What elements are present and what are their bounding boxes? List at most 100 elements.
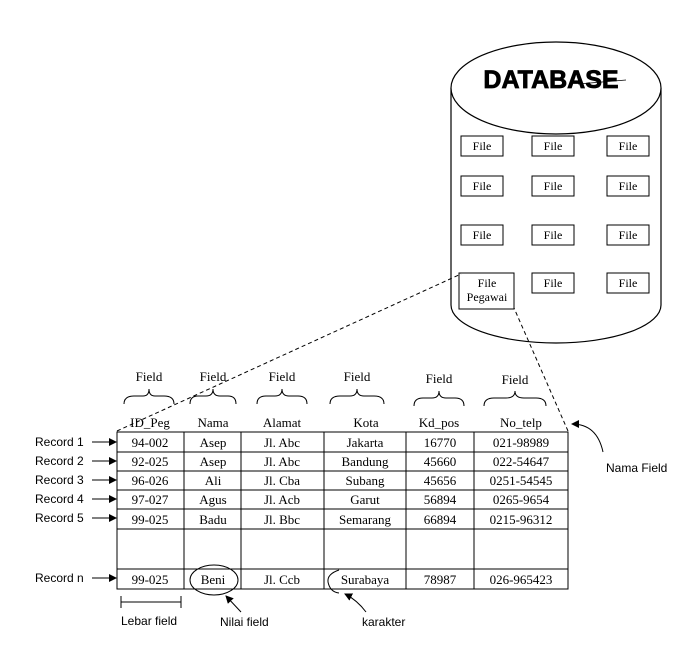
field-label: Field bbox=[200, 369, 227, 384]
table-cell: Semarang bbox=[339, 512, 391, 527]
table-row: 96-026 Ali Jl. Cba Subang 45656 0251-545… bbox=[132, 473, 553, 488]
table-cell: 94-002 bbox=[132, 435, 169, 450]
table-cell: 021-98989 bbox=[493, 435, 549, 450]
record-label: Record 4 bbox=[35, 492, 84, 506]
table-cell: Ali bbox=[205, 473, 222, 488]
database-title: DATABASE bbox=[483, 66, 618, 94]
column-header: No_telp bbox=[500, 415, 542, 430]
table-cell: 99-025 bbox=[132, 512, 169, 527]
field-label: Field bbox=[269, 369, 296, 384]
file-grid: File File File File File File File Fi bbox=[458, 135, 650, 310]
svg-text:File: File bbox=[544, 179, 563, 193]
file-box: File bbox=[460, 224, 504, 246]
file-box: File bbox=[606, 135, 650, 157]
svg-text:File: File bbox=[544, 228, 563, 242]
field-label: Field bbox=[344, 369, 371, 384]
svg-text:File: File bbox=[619, 179, 638, 193]
file-box: File bbox=[606, 224, 650, 246]
field-label: Field bbox=[426, 371, 453, 386]
field-braces bbox=[123, 388, 547, 407]
record-n-label: Record n bbox=[35, 571, 84, 585]
table-row: 94-002 Asep Jl. Abc Jakarta 16770 021-98… bbox=[132, 435, 550, 450]
column-header: Kd_pos bbox=[419, 415, 459, 430]
file-box: File bbox=[531, 175, 575, 197]
table-cell: 026-965423 bbox=[490, 572, 553, 587]
field-label: Field bbox=[136, 369, 163, 384]
column-header: Kota bbox=[353, 415, 379, 430]
lebar-field-annotation: Lebar field bbox=[120, 596, 182, 628]
table-row-n: 99-025 Beni Jl. Ccb Surabaya 78987 026-9… bbox=[132, 572, 553, 587]
nilai-field-annotation: Nilai field bbox=[189, 564, 269, 629]
table-cell: Bandung bbox=[342, 454, 389, 469]
table-cell: 97-027 bbox=[132, 492, 169, 507]
table-cell: 022-54647 bbox=[493, 454, 550, 469]
table-cell: Asep bbox=[200, 454, 227, 469]
file-box: File bbox=[460, 135, 504, 157]
file-box: File bbox=[531, 272, 575, 294]
table-row: 92-025 Asep Jl. Abc Bandung 45660 022-54… bbox=[132, 454, 550, 469]
nilai-field-label: Nilai field bbox=[220, 615, 269, 629]
table-cell: 0215-96312 bbox=[490, 512, 553, 527]
column-header: Alamat bbox=[263, 415, 302, 430]
file-box: File bbox=[606, 272, 650, 294]
svg-text:File: File bbox=[473, 228, 492, 242]
table-cell: 45660 bbox=[424, 454, 457, 469]
field-label: Field bbox=[502, 372, 529, 387]
nama-field-annotation: Nama Field bbox=[571, 420, 667, 475]
record-label: Record 3 bbox=[35, 473, 84, 487]
lebar-field-label: Lebar field bbox=[121, 614, 177, 628]
record-labels: Record 1 Record 2 Record 3 Record 4 Reco… bbox=[35, 435, 117, 585]
karakter-annotation: karakter bbox=[327, 569, 405, 629]
nama-field-label: Nama Field bbox=[606, 461, 667, 475]
record-label: Record 5 bbox=[35, 511, 84, 525]
svg-text:File: File bbox=[619, 276, 638, 290]
table-cell: 78987 bbox=[424, 572, 457, 587]
svg-text:File: File bbox=[473, 139, 492, 153]
table-cell: Jl. Abc bbox=[264, 454, 300, 469]
table-cell: 45656 bbox=[424, 473, 457, 488]
table-cell: 96-026 bbox=[132, 473, 169, 488]
table-cell: Asep bbox=[200, 435, 227, 450]
karakter-label: karakter bbox=[362, 615, 405, 629]
column-header: ID_Peg bbox=[130, 415, 170, 430]
table-row: 99-025 Badu Jl. Bbc Semarang 66894 0215-… bbox=[132, 512, 553, 527]
zoom-lines bbox=[116, 273, 569, 432]
record-label: Record 2 bbox=[35, 454, 84, 468]
table-cell: 0265-9654 bbox=[493, 492, 550, 507]
table-header: ID_Peg Nama Alamat Kota Kd_pos No_telp bbox=[130, 415, 542, 430]
file-box: File bbox=[606, 175, 650, 197]
table-cell: Subang bbox=[346, 473, 386, 488]
svg-text:File: File bbox=[544, 139, 563, 153]
table-row: 97-027 Agus Jl. Acb Garut 56894 0265-965… bbox=[132, 492, 550, 507]
column-header: Nama bbox=[197, 415, 228, 430]
table-cell: 99-025 bbox=[132, 572, 169, 587]
field-labels: Field Field Field Field Field Field bbox=[136, 369, 529, 387]
table-cell: 92-025 bbox=[132, 454, 169, 469]
table-cell: 0251-54545 bbox=[490, 473, 553, 488]
table-cell: Jl. Abc bbox=[264, 435, 300, 450]
table-cell: 16770 bbox=[424, 435, 457, 450]
table-cell: 56894 bbox=[424, 492, 457, 507]
file-box: File bbox=[531, 224, 575, 246]
table-cell: Agus bbox=[199, 492, 226, 507]
file-box: File bbox=[531, 135, 575, 157]
file-pegawai-label-line: Pegawai bbox=[467, 290, 508, 304]
table-cell: 66894 bbox=[424, 512, 457, 527]
svg-text:File: File bbox=[619, 139, 638, 153]
table-grid bbox=[116, 431, 569, 590]
table-cell: Jl. Acb bbox=[264, 492, 300, 507]
table-cell: Jakarta bbox=[347, 435, 384, 450]
file-pegawai-label-line: File bbox=[478, 276, 497, 290]
table-cell: Garut bbox=[350, 492, 380, 507]
table-cell: Jl. Cba bbox=[264, 473, 300, 488]
svg-text:File: File bbox=[473, 179, 492, 193]
table-cell: Badu bbox=[199, 512, 227, 527]
record-label: Record 1 bbox=[35, 435, 84, 449]
svg-text:File: File bbox=[544, 276, 563, 290]
svg-text:File: File bbox=[619, 228, 638, 242]
file-box: File bbox=[460, 175, 504, 197]
table-cell: Jl. Bbc bbox=[264, 512, 300, 527]
